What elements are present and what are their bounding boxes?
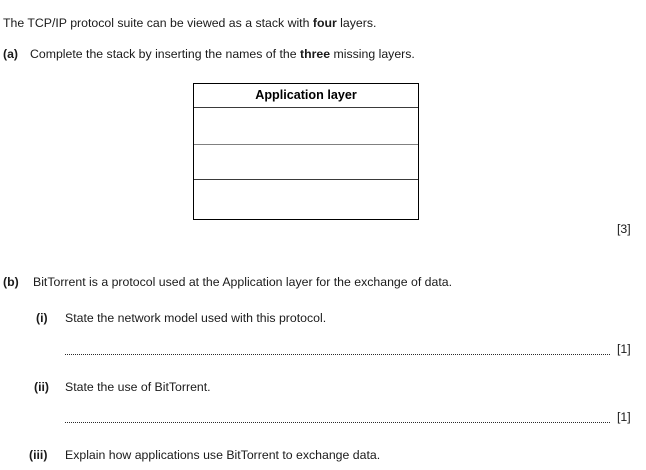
- part-b-text: BitTorrent is a protocol used at the App…: [33, 275, 453, 289]
- part-b-label: (b): [3, 275, 19, 289]
- answer-line-i[interactable]: [65, 344, 610, 358]
- marks-part-a: [3]: [617, 222, 631, 236]
- part-a-text-before: Complete the stack by inserting the name…: [30, 47, 300, 61]
- subpart-i-text: State the network model used with this p…: [65, 311, 327, 325]
- marks-subpart-i: [1]: [617, 342, 631, 356]
- intro-emphasis-four: four: [312, 16, 337, 30]
- part-a-label: (a): [3, 47, 19, 61]
- dotted-rule: [65, 422, 610, 423]
- subpart-iii-label: (iii): [29, 448, 48, 462]
- part-b-question: (b) BitTorrent is a protocol used at the …: [3, 274, 452, 291]
- part-b-subpart-ii: (ii) State the use of BitTorrent.: [34, 379, 211, 396]
- part-b-subpart-iii: (iii) Explain how applications use BitTor…: [29, 447, 380, 464]
- part-b-subpart-i: (i) State the network model used with thi…: [36, 310, 326, 327]
- stack-row[interactable]: [194, 108, 418, 145]
- subpart-i-label: (i): [36, 311, 48, 325]
- subpart-iii-text: Explain how applications use BitTorrent …: [65, 448, 381, 462]
- answer-line-ii[interactable]: [65, 412, 610, 426]
- subpart-ii-label: (ii): [34, 380, 50, 394]
- stack-row[interactable]: [194, 145, 418, 180]
- dotted-rule: [65, 354, 610, 355]
- tcp-ip-stack-diagram: Application layer: [193, 83, 419, 220]
- intro-text-after: layers.: [336, 16, 377, 30]
- part-a-question: (a) Complete the stack by inserting the n…: [3, 46, 415, 63]
- marks-subpart-ii: [1]: [617, 410, 631, 424]
- part-a-text-after: missing layers.: [330, 47, 415, 61]
- subpart-ii-text: State the use of BitTorrent.: [65, 380, 211, 394]
- intro-statement: The TCP/IP protocol suite can be viewed …: [3, 15, 376, 32]
- stack-row-label-application: Application layer: [255, 88, 357, 102]
- stack-row: Application layer: [194, 84, 418, 108]
- part-a-emphasis-three: three: [300, 47, 331, 61]
- stack-row[interactable]: [194, 180, 418, 219]
- intro-text-before: The TCP/IP protocol suite can be viewed …: [3, 16, 313, 30]
